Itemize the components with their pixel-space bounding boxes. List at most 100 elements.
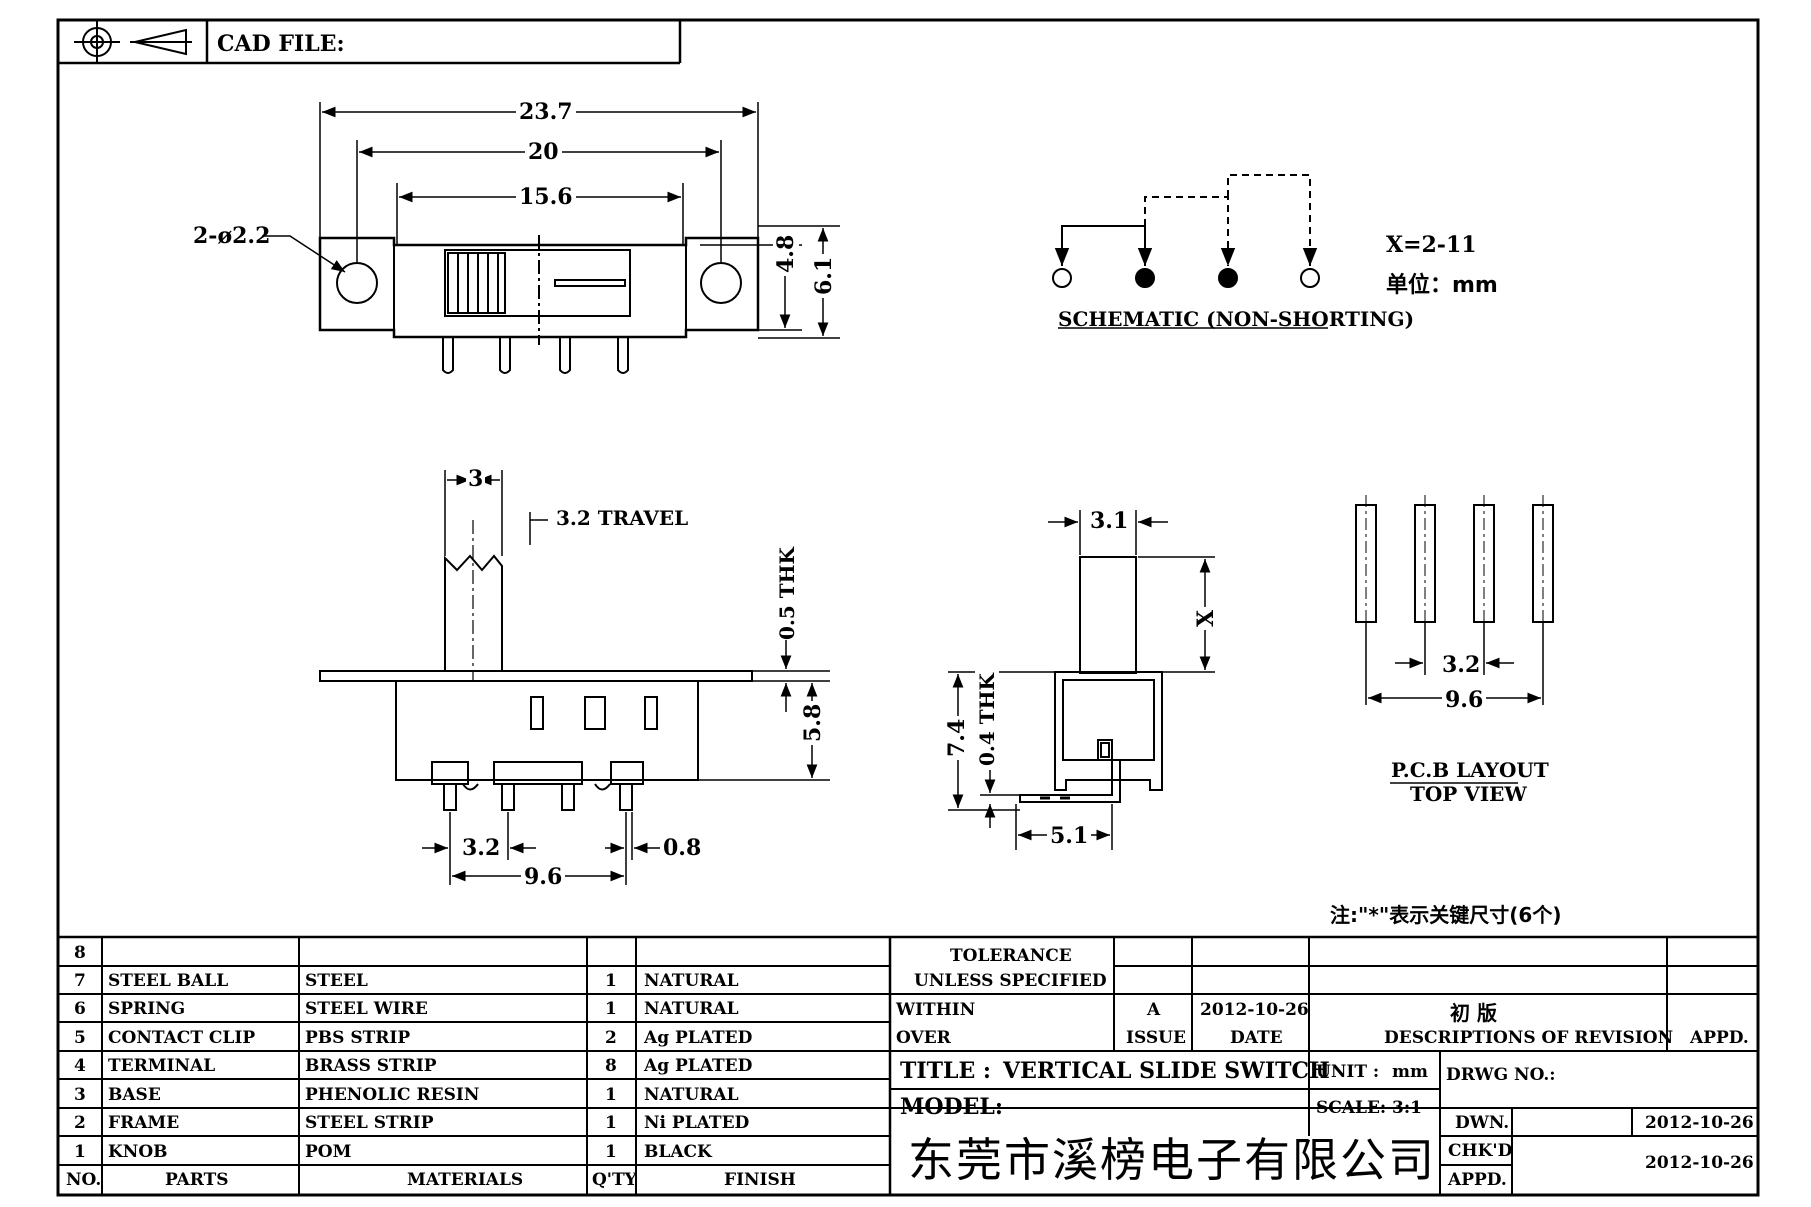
unless-specified-label: UNLESS SPECIFIED <box>914 971 1107 991</box>
bom-row-part: BASE <box>108 1085 161 1105</box>
issue-value: A <box>1147 1000 1161 1020</box>
bom-row-finish: BLACK <box>644 1142 712 1162</box>
bom-header-qty: Q'TY <box>592 1170 637 1190</box>
bom-header-materials: MATERIALS <box>407 1170 524 1190</box>
bom-row-no: 1 <box>74 1142 86 1162</box>
dim-pin-width: 0.8 <box>663 835 702 861</box>
bom-row-part: CONTACT CLIP <box>108 1028 256 1048</box>
dim-body-height: 5.8 <box>800 700 826 745</box>
dim-pcb-pitch: 3.2 <box>1442 652 1481 678</box>
bom-header-no: NO. <box>66 1170 102 1190</box>
bom-row-no: 4 <box>74 1056 86 1076</box>
bom-row-material: STEEL <box>305 971 368 991</box>
pcb-layout-dimensions <box>1365 622 1544 784</box>
dim-mount-width: 20 <box>525 139 562 165</box>
scale-label: SCALE: <box>1316 1098 1387 1118</box>
dim-side-span: 9.6 <box>521 864 566 890</box>
bom-row-finish: NATURAL <box>644 999 739 1019</box>
hole-label: 2-ø2.2 <box>193 223 271 249</box>
within-label: WITHIN <box>896 1000 976 1020</box>
top-view-dimensions <box>262 102 840 339</box>
bom-row-part: STEEL BALL <box>108 971 229 991</box>
appd-label: APPD. <box>1690 1028 1749 1048</box>
bom-row-qty: 2 <box>605 1028 617 1048</box>
dim-side-pitch: 3.2 <box>462 835 501 861</box>
bom-row-material: BRASS STRIP <box>305 1056 437 1076</box>
bom-row-no: 2 <box>74 1113 86 1133</box>
dim-end-width: 5.1 <box>1047 823 1092 849</box>
checked-date: 2012-10-26 <box>1645 1153 1754 1173</box>
bom-row-material: POM <box>305 1142 352 1162</box>
frame-thickness-label: 0.4 THK <box>975 671 999 768</box>
bom-row-no: 5 <box>74 1028 86 1048</box>
pcb-caption-line2: TOP VIEW <box>1410 782 1527 806</box>
cad-file-label: CAD FILE: <box>217 31 345 57</box>
over-label: OVER <box>896 1028 951 1048</box>
range-label: X=2-11 <box>1386 232 1477 258</box>
pcb-layout <box>1355 495 1554 632</box>
projection-symbol-icon <box>74 21 192 63</box>
bom-row-qty: 1 <box>605 1085 617 1105</box>
dim-overall-width: 23.7 <box>516 99 576 125</box>
unit-title-value: mm <box>1392 1062 1428 1082</box>
dim-slot-width: 15.6 <box>516 184 576 210</box>
bom-row-8-no: 8 <box>74 943 86 963</box>
end-view <box>1019 556 1163 803</box>
travel-label: 3.2 TRAVEL <box>556 506 689 530</box>
bom-row-part: TERMINAL <box>108 1056 216 1076</box>
bom-row-no: 7 <box>74 971 86 991</box>
bom-row-part: KNOB <box>108 1142 168 1162</box>
approved-label: APPD. <box>1448 1170 1507 1190</box>
title-label: TITLE : <box>900 1058 992 1084</box>
header-box <box>58 20 682 65</box>
bom-row-finish: Ag PLATED <box>644 1028 753 1048</box>
drawing-number-label: DRWG NO.: <box>1446 1065 1556 1085</box>
end-view-dimensions <box>948 510 1215 850</box>
title-value: VERTICAL SLIDE SWITCH <box>1003 1058 1330 1084</box>
bom-row-finish: Ag PLATED <box>644 1056 753 1076</box>
bom-table-grid <box>58 935 1758 1195</box>
bom-row-part: SPRING <box>108 999 186 1019</box>
unit-title-label: UNIT : <box>1316 1062 1380 1082</box>
dim-outer-height: 6.1 <box>811 253 837 298</box>
schematic-caption: SCHEMATIC (NON-SHORTING) <box>1058 307 1415 331</box>
dim-end-knob: 3.1 <box>1090 508 1129 534</box>
model-label: MODEL: <box>900 1094 1003 1120</box>
bom-row-material: PBS STRIP <box>305 1028 411 1048</box>
bom-row-qty: 8 <box>605 1056 617 1076</box>
top-view <box>318 235 760 374</box>
company-name: 东莞市溪榜电子有限公司 <box>908 1133 1436 1187</box>
bom-row-material: STEEL WIRE <box>305 999 428 1019</box>
bom-row-finish: NATURAL <box>644 1085 739 1105</box>
bom-row-qty: 1 <box>605 971 617 991</box>
bom-row-qty: 1 <box>605 1113 617 1133</box>
dim-inner-height: 4.8 <box>773 231 799 276</box>
key-dimension-note: 注:"*"表示关键尺寸(6个) <box>1330 903 1562 927</box>
unit-label: 单位：mm <box>1386 273 1498 298</box>
bom-row-finish: Ni PLATED <box>644 1113 750 1133</box>
tolerance-label: TOLERANCE <box>950 946 1072 966</box>
pcb-caption-line1: P.C.B LAYOUT <box>1391 758 1549 782</box>
bom-row-qty: 1 <box>605 1142 617 1162</box>
dim-x: X <box>1193 606 1219 630</box>
bom-row-material: STEEL STRIP <box>305 1113 434 1133</box>
bom-row-no: 6 <box>74 999 86 1019</box>
descriptions-label: DESCRIPTIONS OF REVISION <box>1384 1028 1674 1048</box>
bom-row-no: 3 <box>74 1085 86 1105</box>
revision-description: 初 版 <box>1450 1001 1497 1025</box>
scale-value: 3:1 <box>1392 1098 1422 1118</box>
bom-row-part: FRAME <box>108 1113 180 1133</box>
bom-row-material: PHENOLIC RESIN <box>305 1085 480 1105</box>
issue-label: ISSUE <box>1126 1028 1186 1048</box>
drawn-date: 2012-10-26 <box>1645 1113 1754 1133</box>
bom-header-parts: PARTS <box>165 1170 229 1190</box>
dim-end-height: 7.4 <box>944 715 970 760</box>
plate-thickness-label: 0.5 THK <box>775 547 799 640</box>
dim-pcb-span: 9.6 <box>1442 687 1487 713</box>
checked-label: CHK'D <box>1448 1141 1513 1161</box>
bom-row-finish: NATURAL <box>644 971 739 991</box>
bom-row-qty: 1 <box>605 999 617 1019</box>
date-label: DATE <box>1230 1028 1283 1048</box>
side-view <box>319 520 753 811</box>
